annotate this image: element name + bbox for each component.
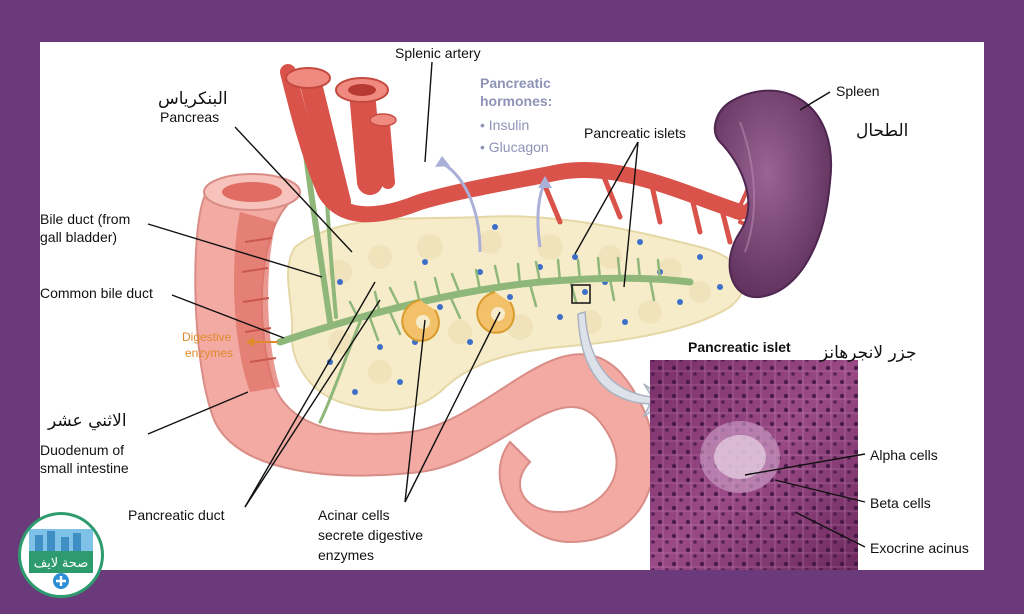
splenic-artery-label: Splenic artery (395, 45, 481, 61)
diagram-canvas: البنكرياس Pancreas Splenic artery Pancre… (40, 42, 984, 570)
acinar-clusters (401, 291, 515, 342)
pancreas-label-ar: البنكرياس (158, 89, 228, 109)
acinar-label-line2: secrete digestive (318, 527, 423, 543)
pancreatic-islet-title: Pancreatic islet (688, 339, 791, 355)
duodenum-label-line2: small intestine (40, 460, 129, 476)
duodenum-label-line1: Duodenum of (40, 442, 124, 458)
alpha-cells-label: Alpha cells (870, 447, 938, 463)
acinar-label-line3: enzymes (318, 547, 374, 563)
digestive-enzymes-line1: Digestive (182, 330, 232, 344)
bile-duct-label-line1: Bile duct (from (40, 211, 130, 227)
leader-lines (147, 61, 866, 548)
spleen-label-ar: الطحال (856, 121, 908, 141)
pancreatic-duct-label: Pancreatic duct (128, 507, 225, 523)
pancreas-label: Pancreas (160, 109, 219, 125)
hormone-insulin: • Insulin (480, 117, 529, 133)
hormone-glucagon: • Glucagon (480, 139, 549, 155)
labels-group: البنكرياس Pancreas Splenic artery Pancre… (40, 45, 969, 563)
histology-inset (650, 360, 858, 570)
hormones-title-line2: hormones: (480, 93, 552, 109)
duodenum-shape (194, 173, 656, 544)
duodenum-label-ar: الاثني عشر (47, 411, 127, 431)
spleen-label: Spleen (836, 83, 880, 99)
common-bile-duct-label: Common bile duct (40, 285, 153, 301)
digestive-enzymes-line2: enzymes (185, 346, 233, 360)
hormones-title-line1: Pancreatic (480, 75, 551, 91)
exocrine-acinus-label: Exocrine acinus (870, 540, 969, 556)
hormone-arrows (435, 156, 552, 253)
islet-label-ar: جزر لانجرهانز (819, 343, 917, 363)
digestive-enzymes-arrowhead (246, 337, 254, 347)
acinar-label-line1: Acinar cells (318, 507, 390, 523)
bile-duct-label-line2: gall bladder) (40, 229, 117, 245)
spleen-shape (713, 89, 833, 299)
logo-text: صحة لايف (34, 555, 89, 570)
beta-cells-label: Beta cells (870, 495, 931, 511)
logo-badge: صحة لايف (18, 512, 104, 598)
pancreatic-islets-label: Pancreatic islets (584, 125, 686, 141)
